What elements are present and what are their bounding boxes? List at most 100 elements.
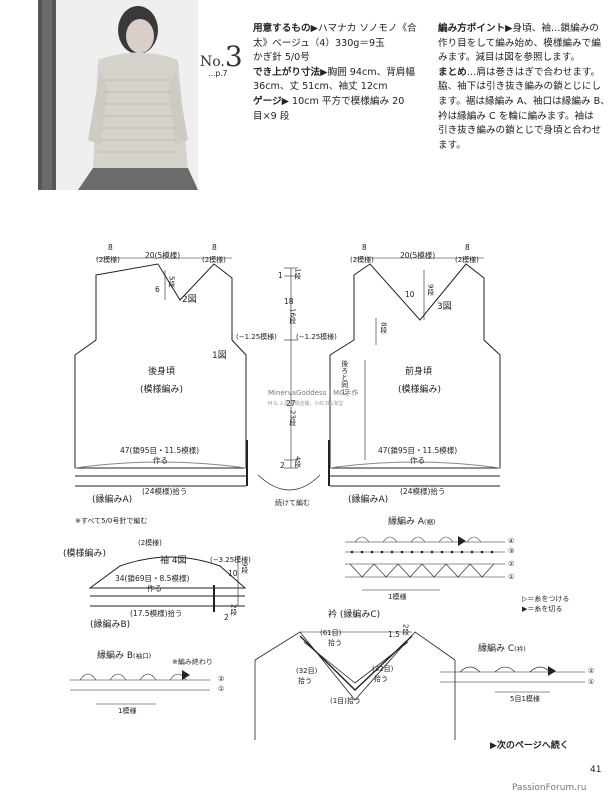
back-right-shoulder-sub: (2模様)	[202, 256, 226, 264]
front-neck-rows: 9段	[426, 284, 435, 296]
front-neck-depth: 10	[405, 290, 415, 299]
sleeve-decrease: (−3.25模様)	[210, 556, 251, 564]
back-start-sub: 作る	[153, 456, 168, 465]
sleeve-border: (縁編みB)	[90, 620, 131, 630]
edge-b-row1: ①	[218, 685, 225, 693]
front-right-shoulder-sub: (2模様)	[455, 256, 479, 264]
join-note: 続けて編む	[275, 499, 310, 507]
back-fig-label: 2図	[182, 295, 197, 305]
back-body-outline	[74, 263, 247, 469]
edge-a-row3: ③	[508, 547, 515, 555]
back-armhole-decrease: (−1.25模様)	[236, 333, 277, 341]
sleeve-cuff-rows: 2段	[229, 604, 238, 616]
front-subtitle: (模様編み)	[398, 385, 442, 395]
collar-width: 1.5	[388, 630, 400, 639]
dim-18: 18	[284, 297, 294, 306]
back-left-shoulder: 8	[108, 243, 113, 252]
back-title: 後身頃	[148, 367, 176, 377]
sleeve-height: 10	[228, 569, 238, 578]
front-left-shoulder: 8	[362, 243, 367, 252]
sleeve-top: (2模様)	[138, 539, 162, 547]
edge-a-title: 縁編み A(裾)	[388, 517, 436, 527]
dim-1-rows: 1段	[293, 268, 302, 280]
edge-a-row1: ①	[508, 573, 515, 581]
back-start: 47(鎖95目・11.5模様)	[120, 446, 200, 455]
front-body-outline	[329, 263, 501, 469]
collar-top-sub: 拾う	[328, 639, 342, 647]
edge-b-title: 縁編み B(袖口)	[97, 651, 152, 661]
front-start-sub: 作る	[410, 456, 425, 465]
size-label: でき上がり寸法	[253, 66, 321, 78]
front-neck-width: 20(5模様)	[400, 251, 436, 260]
collar-left: (32目)	[296, 667, 318, 675]
collar-outline	[254, 631, 456, 701]
back-subtitle: (模様編み)	[140, 385, 184, 395]
watermark-line2: M G 入驻正规店铺，小红书&淘宝	[268, 401, 344, 407]
collar-rows: 2段	[401, 624, 410, 636]
sleeve-cuff: 2	[224, 613, 229, 622]
back-neck-depth: 6	[155, 285, 160, 294]
watermark-line1: MinervaGoddess | MG手作	[268, 389, 359, 397]
edge-b-repeat: 1模様	[118, 707, 137, 715]
number-prefix: No.	[200, 54, 225, 70]
model-illustration	[38, 0, 198, 190]
instructions-block: 編み方ポイント▶身頃、袖…鎖編みの 作り目をして編み始め、模様編みで編 みます。…	[438, 23, 610, 151]
edge-a-row4: ④	[508, 537, 515, 545]
edge-b-row2: ②	[218, 675, 225, 683]
front-fig-label: 3図	[437, 302, 452, 312]
sleeve-pattern: (模様編み)	[63, 549, 107, 559]
legend-attach: ▷＝糸をつける	[522, 595, 570, 603]
page-number: 41	[590, 765, 602, 775]
edge-b-end: ※編み終わり	[172, 658, 213, 666]
dim-2-rows: 4段	[293, 456, 302, 468]
same-as-back: 後ろと同じ	[340, 360, 349, 395]
materials-block: 用意するもの▶ハマナカ ソノモノ《合 太》ベージュ（4）330g＝9玉 かぎ針 …	[253, 23, 417, 122]
sleeve-outline	[88, 556, 247, 589]
front-title: 前身頃	[405, 367, 433, 377]
back-neck-rows: 5段	[167, 276, 176, 288]
edge-c-row2: ②	[588, 667, 595, 675]
points-label: 編み方ポイント	[438, 23, 506, 34]
finish-label: まとめ	[438, 66, 467, 78]
materials-label: 用意するもの	[253, 23, 311, 34]
front-border: (縁編みA)	[348, 495, 389, 505]
back-neck-width: 20(5模様)	[145, 251, 181, 260]
front-left-shoulder-sub: (2模様)	[350, 256, 374, 264]
front-armhole-decrease: (−1.25模様)	[296, 333, 337, 341]
front-start: 47(鎖95目・11.5模様)	[378, 446, 458, 455]
site-watermark: PassionForum.ru	[512, 783, 587, 793]
back-fig1-label: 1図	[212, 351, 227, 361]
back-right-shoulder: 8	[212, 243, 217, 252]
continue-note: ▶次のページへ続く	[490, 741, 569, 751]
needle-note: ※すべて5/0号針で編む	[75, 517, 148, 525]
model-photo	[38, 0, 198, 190]
collar-top: (61目)	[320, 629, 342, 637]
collar-right: (32目)	[372, 665, 394, 673]
photo-page-ref: …p.7	[208, 69, 228, 78]
front-right-shoulder: 8	[465, 243, 470, 252]
edge-c-title: 縁編み C(衿)	[478, 644, 526, 654]
sleeve-start-sub: 作る	[147, 584, 162, 593]
dim-27: 27	[286, 399, 296, 408]
dim-18-rows: 16段	[288, 308, 297, 324]
sleeve-height-rows: 9段	[240, 562, 249, 574]
collar-right-sub: 拾う	[374, 675, 388, 683]
collar-center: (1目)拾う	[330, 697, 361, 705]
sleeve-start: 34(鎖69目・8.5模様)	[115, 574, 190, 583]
back-border: (縁編みA)	[92, 495, 133, 505]
sleeve-title: 袖 4図	[160, 556, 187, 566]
edge-a-row2: ②	[508, 560, 515, 568]
edge-a-repeat: 1模様	[388, 593, 407, 601]
dim-1: 1	[278, 271, 283, 280]
back-pickup: (24模様)拾う	[142, 487, 188, 496]
dim-27-rows: 23段	[288, 410, 297, 426]
legend-cut: ▶＝糸を切る	[522, 605, 563, 613]
front-rows-8: 8段	[379, 322, 388, 334]
edge-c-repeat: 5目1模様	[510, 695, 540, 703]
front-pickup: (24模様)拾う	[400, 487, 446, 496]
back-left-shoulder-sub: (2模様)	[96, 256, 120, 264]
gauge-label: ゲージ	[253, 95, 282, 107]
pattern-number: No.3	[200, 40, 243, 73]
collar-title: 衿 (縁編みC)	[328, 610, 381, 620]
